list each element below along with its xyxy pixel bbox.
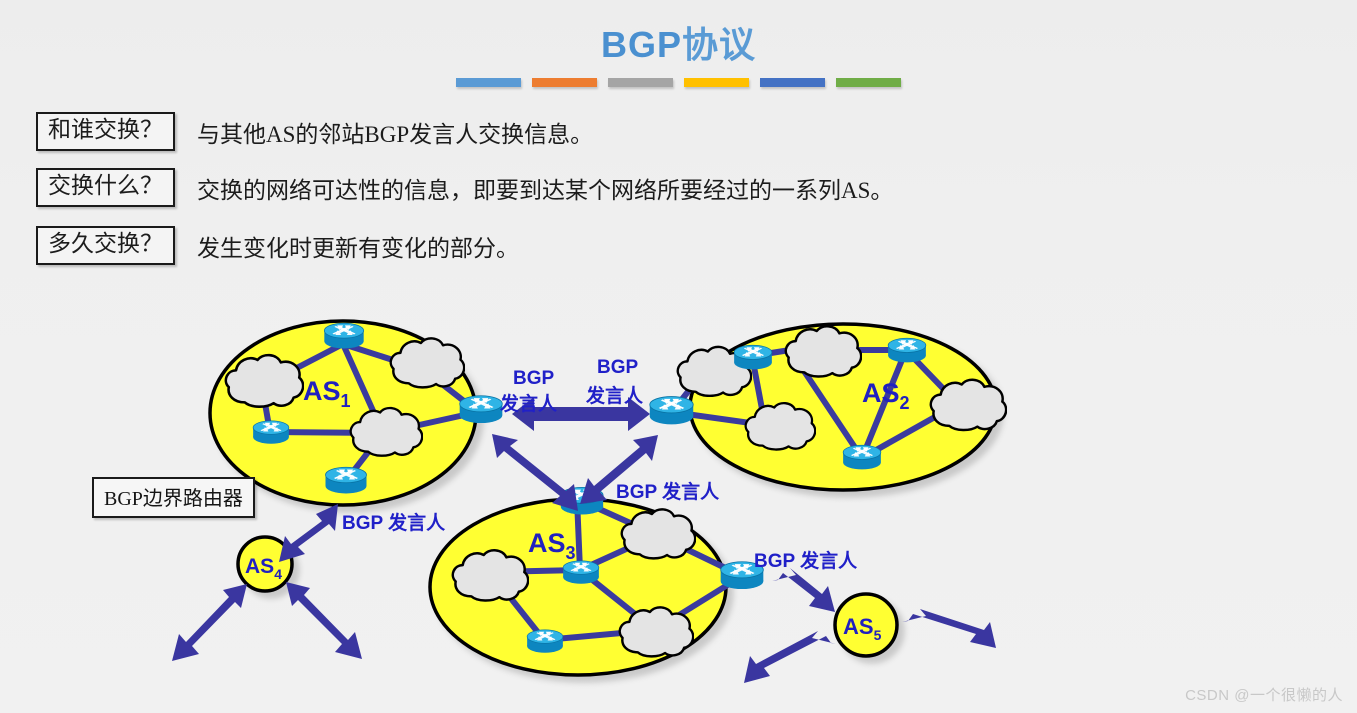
speaker-label-as3-top: BGP 发言人 bbox=[616, 480, 720, 503]
border-router-callout: BGP边界路由器 bbox=[92, 477, 255, 518]
as1-region: AS1 bbox=[208, 319, 503, 507]
page-title: BGP协议 bbox=[0, 16, 1357, 68]
accent-bar-orange bbox=[532, 78, 597, 87]
qa-row-3: 多久交换？ 发生变化时更新有变化的部分。 bbox=[36, 226, 519, 266]
arrow-as4-se bbox=[286, 582, 362, 659]
router-as2-border-west[interactable] bbox=[649, 396, 694, 425]
speaker-label-left-line2: 发言人 bbox=[499, 392, 558, 415]
router-as2-topleft[interactable] bbox=[733, 344, 773, 370]
answer-text-3: 发生变化时更新有变化的部分。 bbox=[197, 235, 519, 261]
speaker-label-right-line2: 发言人 bbox=[585, 384, 644, 407]
arrow-as4-sw bbox=[172, 584, 247, 661]
page-title-latin: BGP bbox=[600, 24, 682, 65]
as4-region: AS4 bbox=[236, 535, 294, 593]
speaker-label-as3-right: BGP 发言人 bbox=[754, 549, 858, 572]
as2-region: AS2 bbox=[649, 322, 1007, 492]
arrow-as2-as3 bbox=[580, 435, 658, 504]
arrow-as1-as2 bbox=[512, 397, 650, 431]
speaker-label-left-line1: BGP bbox=[513, 368, 555, 389]
answer-text-2: 交换的网络可达性的信息，即要到达某个网络所要经过的一系列AS。 bbox=[197, 177, 894, 203]
router-as1-border-east[interactable] bbox=[459, 395, 503, 424]
router-as2-topright[interactable] bbox=[887, 337, 927, 363]
accent-bar-gray bbox=[608, 78, 673, 87]
accent-bar-yellow bbox=[684, 78, 749, 87]
speaker-label-as1-bottom: BGP 发言人 bbox=[342, 511, 446, 534]
arrow-as5-east bbox=[902, 609, 996, 648]
accent-bar-row bbox=[0, 78, 1357, 87]
router-as1-left[interactable] bbox=[252, 420, 290, 445]
as5-region: AS5 bbox=[833, 592, 899, 658]
router-as3-bottom[interactable] bbox=[526, 629, 564, 654]
qa-row-1: 和谁交换？ 与其他AS的邻站BGP发言人交换信息。 bbox=[36, 112, 594, 152]
as3-region: AS3 bbox=[428, 486, 764, 677]
question-box-2: 交换什么？ bbox=[36, 168, 175, 208]
accent-bar-green bbox=[836, 78, 901, 87]
page-title-cn: 协议 bbox=[682, 25, 757, 65]
router-as1-border-south[interactable] bbox=[325, 466, 367, 494]
router-as1-top[interactable] bbox=[323, 322, 365, 349]
router-as2-bottom[interactable] bbox=[842, 444, 882, 470]
question-box-3: 多久交换？ bbox=[36, 226, 175, 266]
router-as3-center[interactable] bbox=[562, 560, 600, 585]
qa-row-2: 交换什么？ 交换的网络可达性的信息，即要到达某个网络所要经过的一系列AS。 bbox=[36, 168, 894, 208]
accent-bar-blue bbox=[456, 78, 521, 87]
bgp-topology-diagram: AS1 bbox=[0, 292, 1357, 713]
arrow-as1-as4 bbox=[279, 504, 338, 562]
answer-text-1: 与其他AS的邻站BGP发言人交换信息。 bbox=[197, 121, 594, 147]
speaker-label-right-line1: BGP bbox=[597, 357, 639, 378]
arrow-as1-as3 bbox=[492, 434, 578, 511]
arrow-as5-sw bbox=[744, 631, 836, 683]
question-box-1: 和谁交换？ bbox=[36, 112, 175, 152]
bgp-peering-arrows bbox=[172, 397, 996, 683]
csdn-watermark: CSDN @一个很懒的人 bbox=[1185, 687, 1343, 704]
bgp-speaker-labels: BGP 发言人 BGP 发言人 BGP 发言人 BGP 发言人 BGP 发言人 bbox=[342, 357, 858, 572]
accent-bar-darkblue bbox=[760, 78, 825, 87]
arrow-as3-as5 bbox=[772, 568, 835, 612]
